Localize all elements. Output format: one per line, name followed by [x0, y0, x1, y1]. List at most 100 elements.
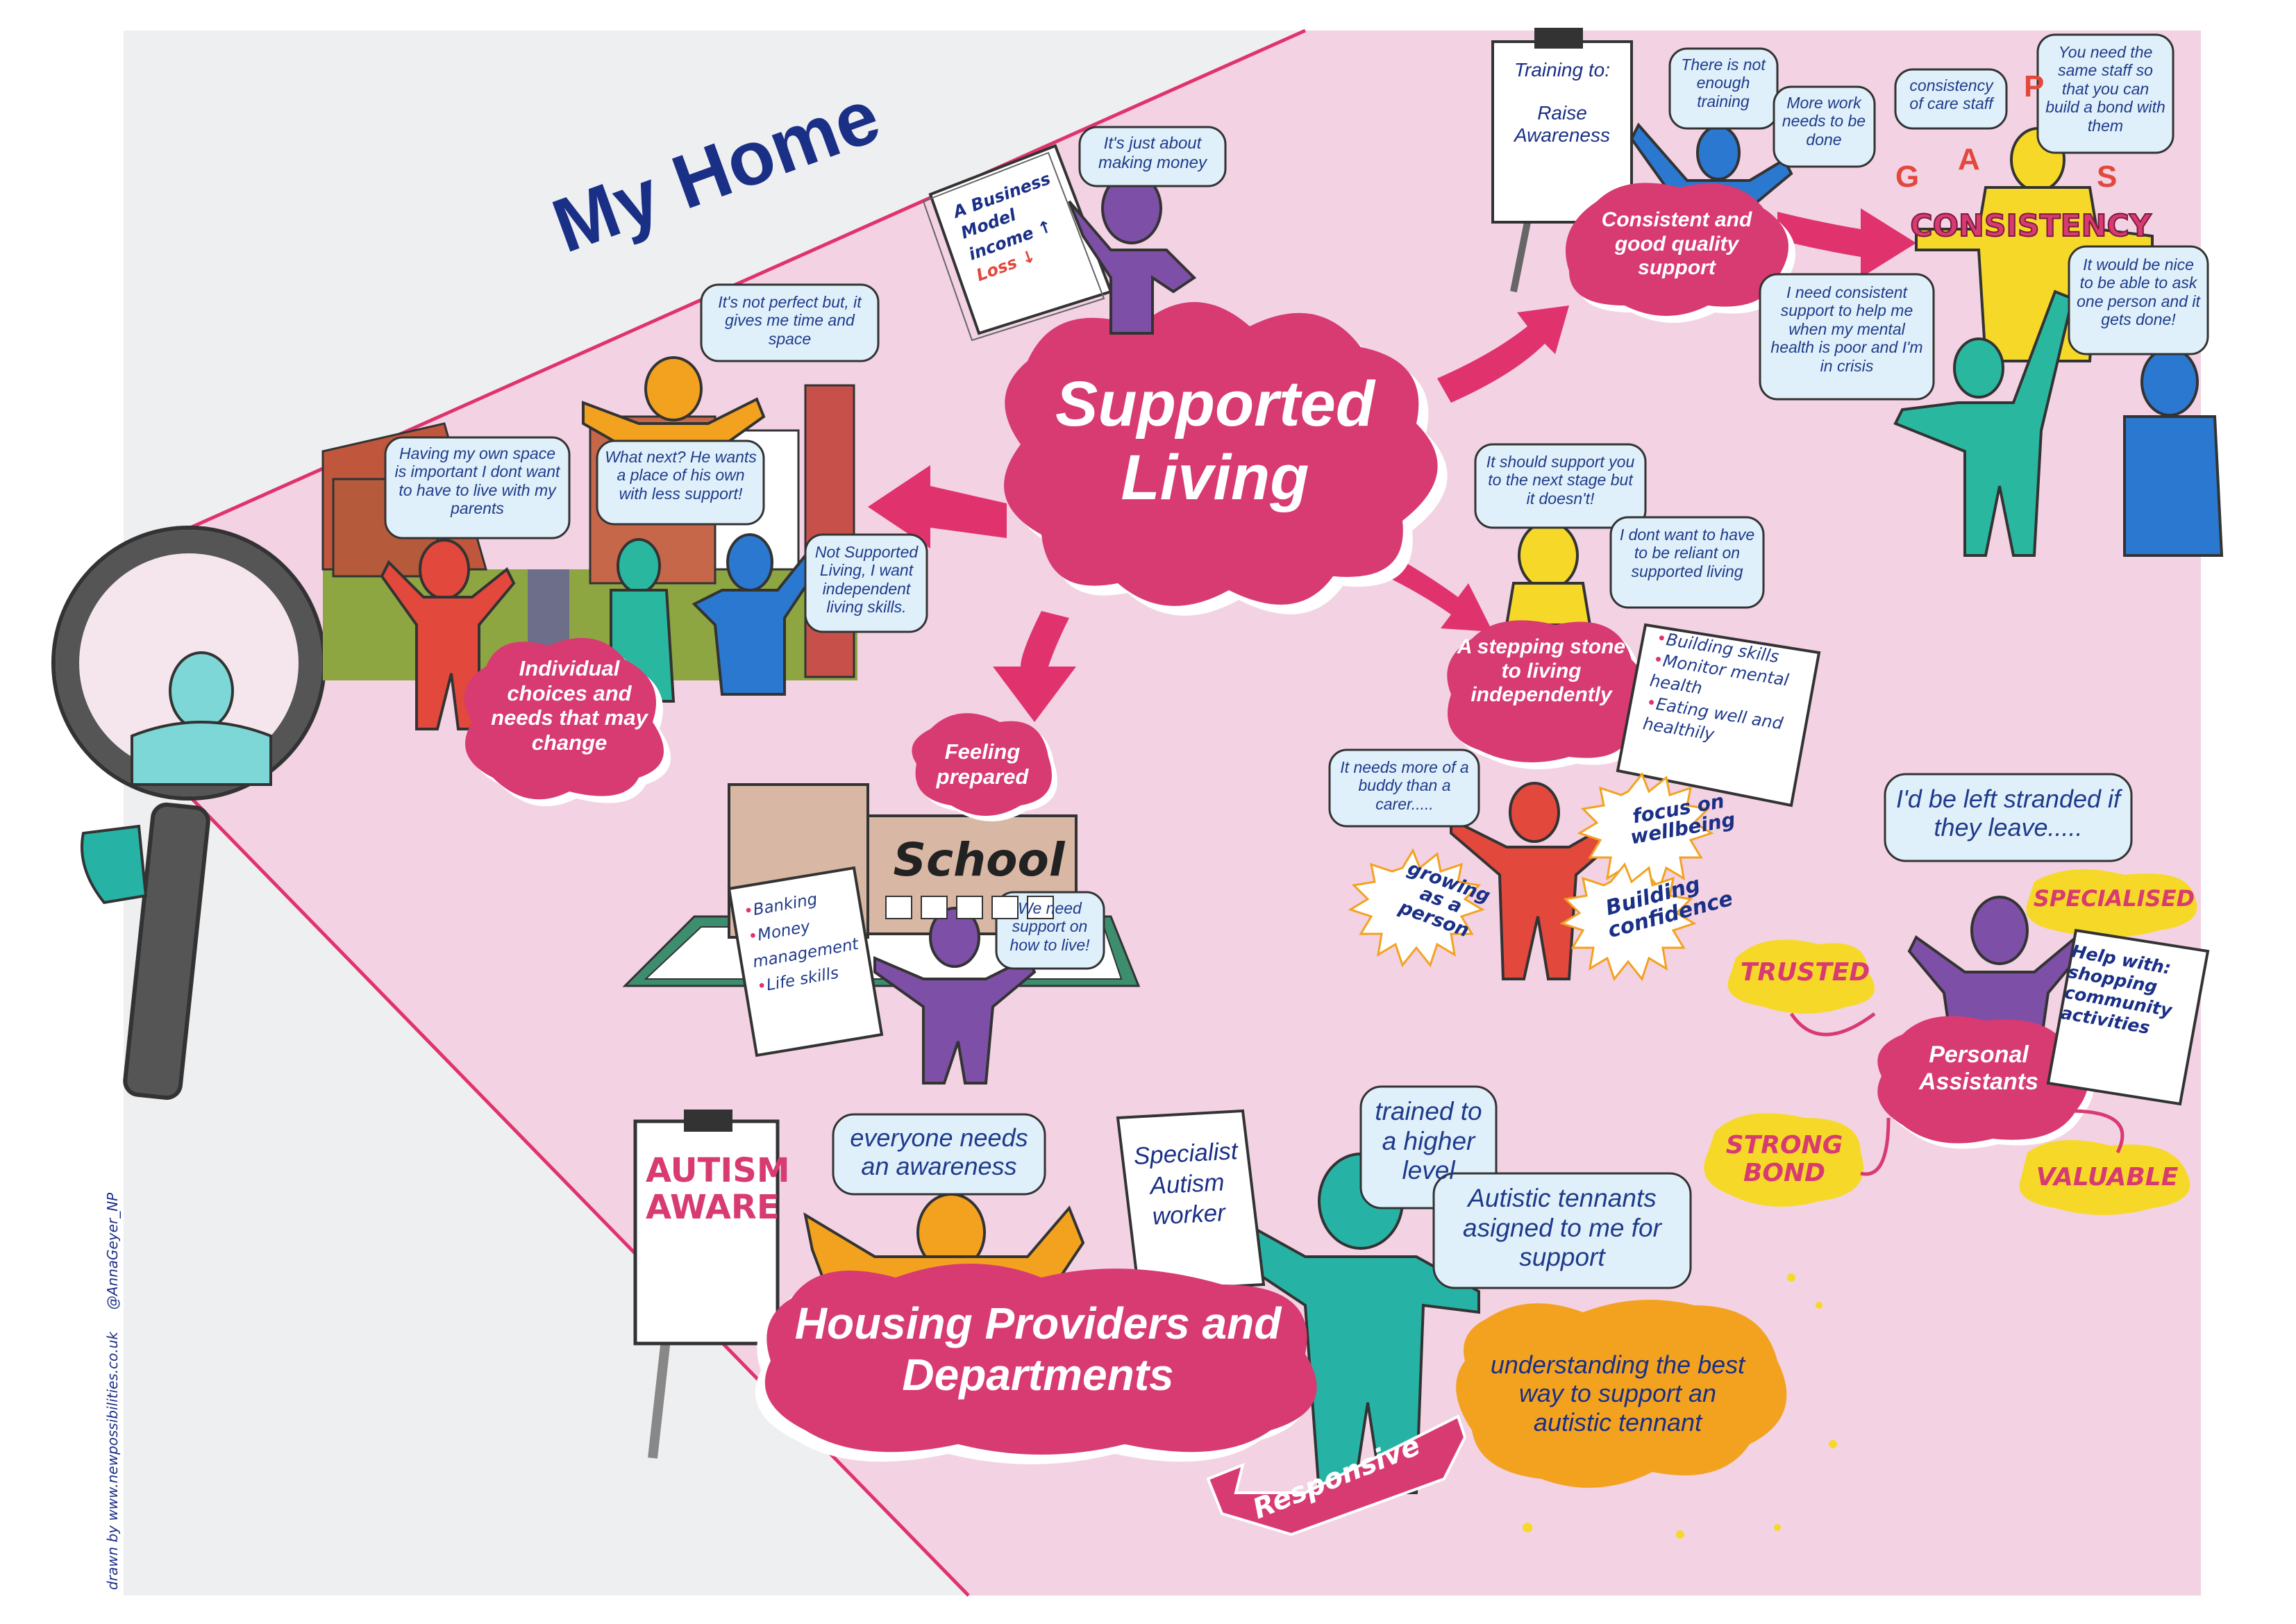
- school-windows: [885, 896, 1073, 923]
- bubble-awareness-text: everyone needs an awareness: [850, 1123, 1028, 1181]
- purple-figure-school: [873, 907, 1037, 1085]
- consistency-banner: CONSISTENCY: [1909, 208, 2152, 244]
- bubble-reliant: [1609, 516, 1765, 609]
- bubble-stranded: [1884, 773, 2133, 862]
- bubble-business: [1078, 126, 1227, 187]
- supported-living-label: Supported Living: [1014, 368, 1416, 515]
- bubble-same-staff-text: You need the same staff so that you can …: [2045, 43, 2165, 135]
- bubble-buddy: [1328, 748, 1480, 828]
- bubble-business-text: It's just about making money: [1098, 134, 1207, 172]
- bubble-next-stage-text: It should support you to the next stage …: [1486, 453, 1635, 508]
- consistent-support-blob: [1566, 183, 1795, 323]
- supported-living-blob: [1004, 302, 1448, 616]
- gaps-letter-p: P: [2024, 69, 2045, 103]
- autism-aware-board: [633, 1110, 780, 1459]
- bubble-next-stage: [1474, 443, 1647, 529]
- bubble-own-space: [384, 436, 571, 539]
- help-with-paper: [2046, 928, 2210, 1106]
- consistent-support-label: Consistent and good quality support: [1601, 208, 1752, 279]
- window-icon: [1027, 896, 1054, 919]
- training-board-body: Raise Awareness: [1514, 102, 1610, 146]
- red-figure-stepping: [1450, 782, 1627, 980]
- bubble-what-next-text: What next? He wants a place of his own w…: [605, 448, 757, 503]
- bubble-crisis: [1759, 273, 1935, 401]
- supported-living-line2: Living: [1121, 442, 1309, 513]
- bubble-school-text: We need support on how to live!: [1009, 899, 1090, 954]
- credits-drawn-by: drawn by www.newpossibilities.co.uk: [104, 1332, 121, 1590]
- arrows: [868, 208, 1916, 722]
- window-icon: [921, 896, 948, 919]
- wellbeing-bursts: [1348, 772, 1714, 982]
- gaps-letter-s: S: [2097, 160, 2118, 194]
- bubble-more-work-text: More work needs to be done: [1782, 94, 1866, 149]
- gaps-figures: [1893, 127, 2224, 557]
- up-arrow-icon: ↑: [1034, 216, 1055, 240]
- word-specialised: SPECIALISED: [2033, 885, 2195, 912]
- arrow-left: [868, 465, 1007, 549]
- stepping-stone-label: A stepping stone to living independently: [1457, 635, 1626, 706]
- bubble-consistency-staff: [1894, 68, 2008, 130]
- pa-word-clouds: [1704, 869, 2197, 1215]
- word-trusted: TRUSTED: [1740, 958, 1870, 987]
- housing-providers-blob: [755, 1264, 1317, 1464]
- bubble-crisis-text: I need consistent support to help me whe…: [1770, 283, 1923, 375]
- school-list: Banking Money management Life skills: [742, 879, 876, 1000]
- bubble-more-work: [1773, 85, 1876, 168]
- bubble-buddy-text: It needs more of a buddy than a carer...…: [1340, 758, 1469, 813]
- gaps-letter-a: A: [1958, 142, 1980, 176]
- bubble-trained-text: trained to a higher level: [1375, 1097, 1482, 1185]
- bubble-what-next: [596, 440, 765, 526]
- bubble-stranded-text: I'd be left stranded if they leave.....: [1895, 785, 2121, 842]
- housing-providers-label: Housing Providers and Departments: [794, 1298, 1282, 1400]
- training-board-text: Training to: Raise Awareness: [1500, 59, 1625, 147]
- stepping-stone-blob: [1447, 620, 1656, 769]
- bubble-same-staff: [2036, 33, 2175, 154]
- arrow-to-gaps: [1777, 208, 1916, 278]
- bubble-not-enough: [1668, 47, 1779, 130]
- down-arrow-icon: ↓: [1019, 246, 1039, 269]
- bubble-reliant-text: I dont want to have to be reliant on sup…: [1619, 526, 1755, 580]
- bubble-consistency-staff-text: consistency of care staff: [1909, 76, 1993, 113]
- understanding-burst: [1456, 1273, 1837, 1539]
- responsive-ribbon: [1206, 1414, 1467, 1537]
- individual-choices-blob: [464, 637, 671, 807]
- personal-assistants-blob: [1789, 998, 2125, 1176]
- window-icon: [956, 896, 983, 919]
- bubble-assigned: [1432, 1172, 1692, 1289]
- bubble-assigned-text: Autistic tennants asigned to me for supp…: [1463, 1184, 1661, 1272]
- bubble-not-perfect: [700, 283, 880, 362]
- bubble-not-supported: [804, 533, 928, 633]
- bubble-ask-one: [2068, 245, 2209, 355]
- individual-choices-label: Individual choices and needs that may ch…: [491, 656, 648, 755]
- spotlight-edge-bottom: [189, 796, 970, 1597]
- bubble-ask-one-text: It would be nice to be able to ask one p…: [2077, 256, 2200, 329]
- training-board-title: Training to:: [1514, 59, 1610, 81]
- school-sign: School: [893, 833, 1065, 887]
- bubble-school: [995, 891, 1105, 970]
- yellow-figure-stepping: [1505, 521, 1592, 626]
- arrow-up-right: [1437, 305, 1569, 403]
- bubble-not-enough-text: There is not enough training: [1681, 56, 1766, 110]
- speech-bubbles: [384, 33, 2209, 1289]
- bubble-not-perfect-text: It's not perfect but, it gives me time a…: [718, 293, 862, 348]
- understanding-text: understanding the best way to support an…: [1490, 1350, 1745, 1437]
- purple-figure-pa: [1907, 896, 2085, 1043]
- credits-handle: @AnnaGeyer_NP: [104, 1192, 121, 1310]
- supported-living-line1: Supported: [1055, 369, 1375, 440]
- word-strong-bond: STRONG BOND: [1725, 1131, 1843, 1187]
- bubble-not-supported-text: Not Supported Living, I want independent…: [814, 543, 919, 617]
- credits: drawn by www.newpossibilities.co.uk @Ann…: [104, 1173, 121, 1590]
- arrow-down: [993, 611, 1076, 722]
- feeling-prepared-label: Feeling prepared: [936, 739, 1029, 789]
- specialist-paper: [1116, 1109, 1266, 1294]
- training-board: [1491, 28, 1633, 292]
- autism-aware-board-text: AUTISM AWARE: [646, 1151, 790, 1227]
- window-icon: [885, 896, 912, 919]
- purple-figure-business: [1068, 172, 1197, 335]
- gaps-letter-g: G: [1895, 160, 1920, 194]
- bubble-own-space-text: Having my own space is important I dont …: [394, 444, 560, 518]
- specialist-paper-text: Specialist Autism worker: [1132, 1137, 1239, 1230]
- bubble-awareness: [832, 1113, 1046, 1196]
- word-valuable: VALUABLE: [2036, 1163, 2179, 1191]
